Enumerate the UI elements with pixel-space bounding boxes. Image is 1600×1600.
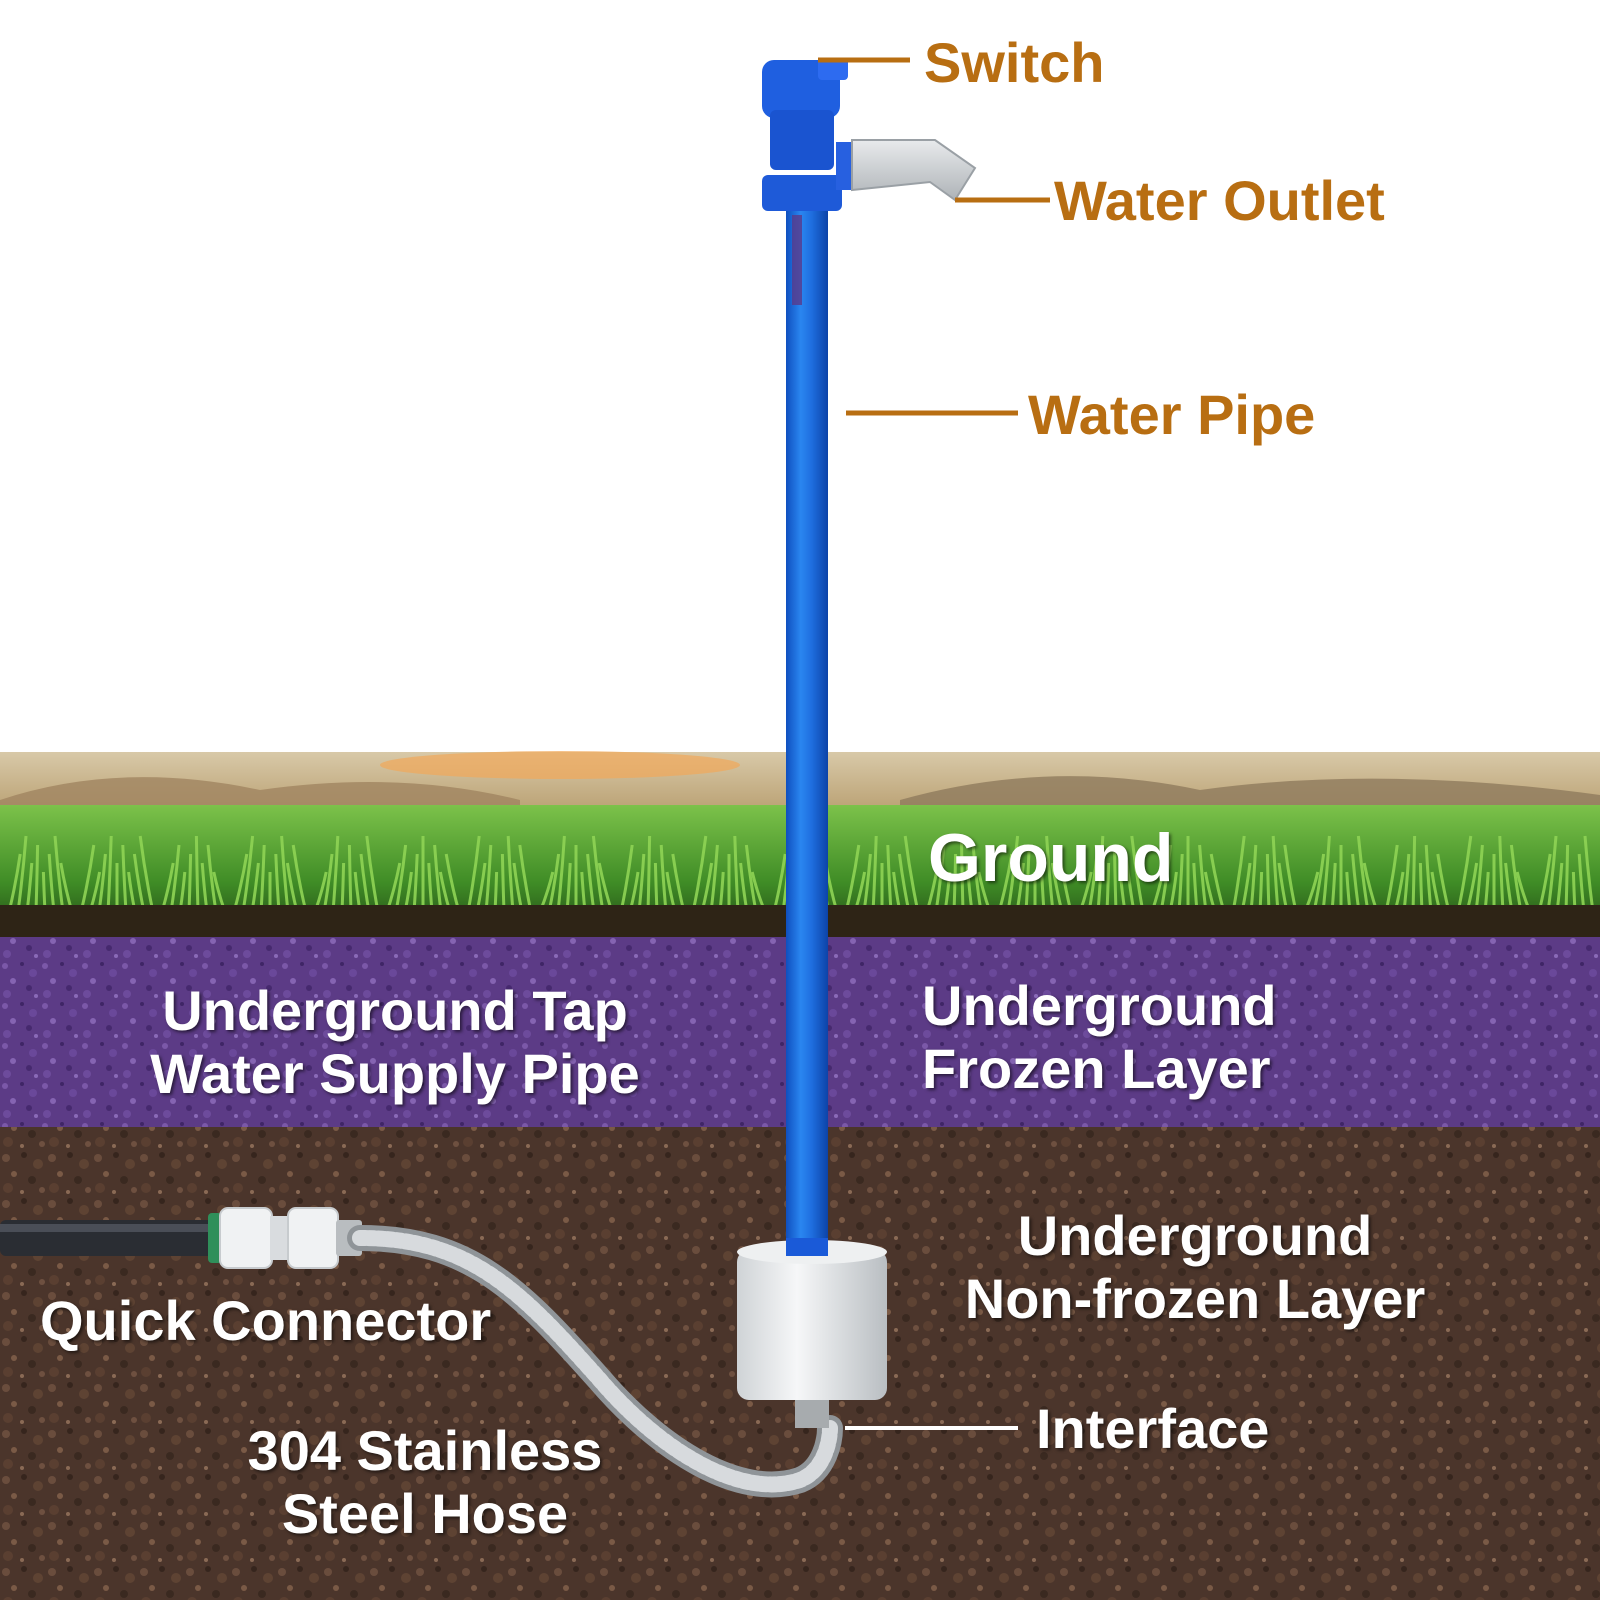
supply-pipe-line-2: Water Supply Pipe [150,1041,640,1105]
quick-connector-part [208,1207,362,1269]
label-supply-pipe: Underground Tap Water Supply Pipe [120,979,670,1105]
pump-head [762,58,977,211]
leader-lines [818,57,1050,416]
non-frozen-line-1: Underground [1017,1204,1373,1267]
frozen-layer-line-1: Underground [922,974,1277,1037]
non-frozen-line-2: Non-frozen Layer [964,1266,1426,1330]
frozen-layer-line-2: Frozen Layer [922,1036,1271,1100]
label-water-pipe: Water Pipe [1028,383,1316,446]
label-switch: Switch [924,31,1105,94]
water-pipe-body [786,205,828,1250]
supply-pipe-line-1: Underground Tap [162,979,628,1042]
hose-line-1: 304 Stainless [247,1419,603,1482]
hose-line-2: Steel Hose [281,1481,569,1545]
label-frozen-layer: Underground Frozen Layer [922,974,1277,1100]
label-water-outlet: Water Outlet [1054,169,1385,232]
label-ground: Ground [928,820,1174,896]
label-non-frozen-layer: Underground Non-frozen Layer [935,1204,1455,1330]
label-interface: Interface [1036,1397,1270,1460]
label-quick-connector: Quick Connector [40,1289,492,1352]
label-hose: 304 Stainless Steel Hose [205,1419,645,1545]
outlet-spout [851,139,977,202]
valve-body [737,1238,887,1428]
